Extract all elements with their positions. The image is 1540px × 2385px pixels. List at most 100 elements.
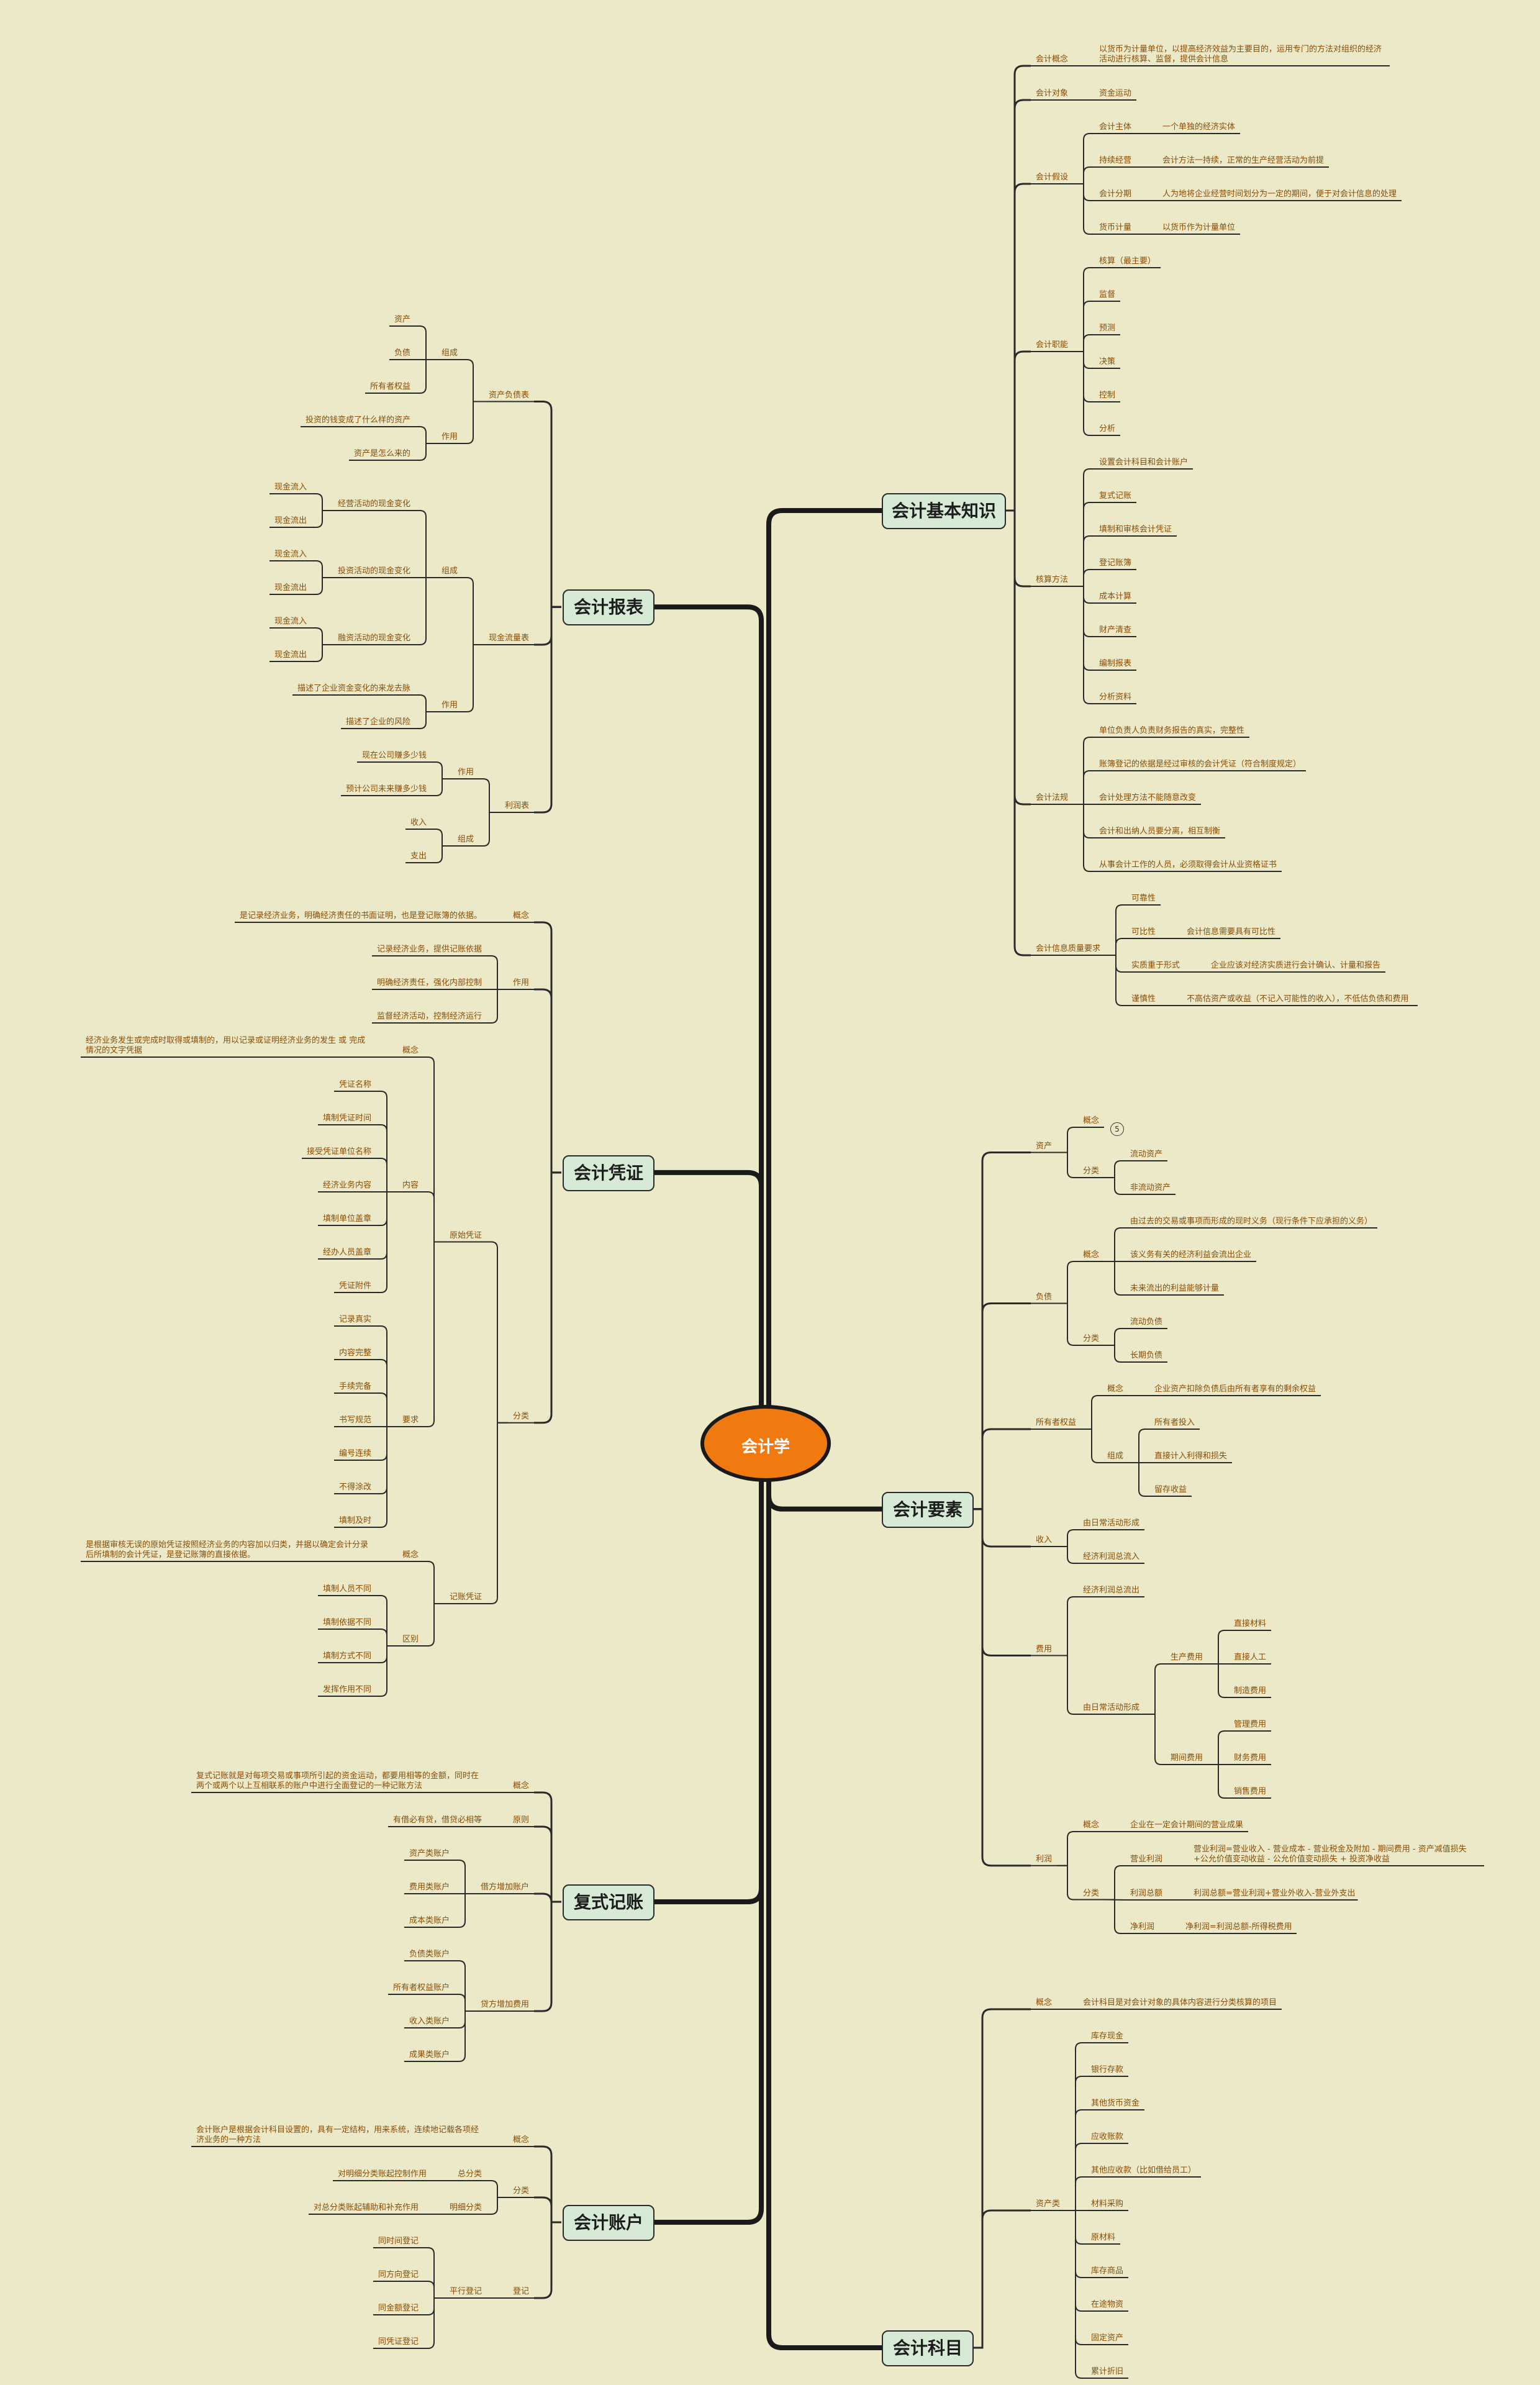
- subtopic-label[interactable]: 要求: [402, 1415, 419, 1425]
- subtopic-label[interactable]: 原始凭证: [450, 1230, 482, 1240]
- subtopic-label[interactable]: 直接计入利得和损失: [1154, 1451, 1228, 1461]
- subtopic-label[interactable]: 银行存款: [1091, 2065, 1124, 2074]
- subtopic-label[interactable]: 记录经济业务，提供记账依据: [377, 945, 482, 954]
- subtopic-label[interactable]: 不得涂改: [339, 1483, 372, 1492]
- subtopic-label[interactable]: 所有者权益: [1036, 1418, 1077, 1427]
- topic-box[interactable]: 会计科目: [882, 2330, 974, 2366]
- subtopic-label[interactable]: 所有者权益: [370, 382, 411, 391]
- subtopic-label[interactable]: 控制: [1099, 391, 1116, 400]
- subtopic-label[interactable]: 同方向登记: [378, 2270, 419, 2279]
- subtopic-label[interactable]: 实质重于形式: [1131, 961, 1180, 970]
- subtopic-label[interactable]: 会计假设: [1036, 173, 1069, 182]
- topic-box[interactable]: 会计凭证: [563, 1155, 654, 1191]
- subtopic-label[interactable]: 所有者投入: [1154, 1418, 1195, 1427]
- subtopic-label[interactable]: 对明细分类账起控制作用: [338, 2169, 427, 2179]
- subtopic-label[interactable]: 会计主体: [1099, 122, 1132, 132]
- subtopic-label[interactable]: 不高估资产或收益（不记入可能性的收入），不低估负债和费用: [1187, 994, 1409, 1004]
- subtopic-label[interactable]: 现金流出: [274, 583, 307, 593]
- subtopic-label[interactable]: 非流动资产: [1130, 1183, 1171, 1192]
- subtopic-label[interactable]: 销售费用: [1234, 1787, 1267, 1796]
- subtopic-label[interactable]: 分类: [513, 1411, 530, 1421]
- subtopic-label[interactable]: 会计处理方法不能随意改变: [1099, 793, 1197, 802]
- subtopic-label[interactable]: 同凭证登记: [378, 2337, 419, 2346]
- subtopic-label[interactable]: 概念: [513, 1781, 530, 1791]
- subtopic-label[interactable]: 一个单独的经济实体: [1162, 122, 1236, 132]
- subtopic-label[interactable]: 发挥作用不同: [323, 1685, 372, 1694]
- subtopic-label[interactable]: 其他应收款（比如借给员工）: [1091, 2166, 1197, 2175]
- subtopic-label[interactable]: 描述了企业资金变化的来龙去脉: [297, 684, 411, 693]
- subtopic-label[interactable]: 资产类账户: [409, 1849, 450, 1858]
- subtopic-label[interactable]: 登记: [513, 2287, 530, 2296]
- subtopic-label[interactable]: 会计信息需要具有可比性: [1187, 927, 1276, 937]
- subtopic-label[interactable]: 货币计量: [1099, 223, 1132, 232]
- subtopic-label[interactable]: 是记录经济业务，明确经济责任的书面证明，也是登记账簿的依据。: [240, 911, 482, 920]
- subtopic-label[interactable]: 流动资产: [1130, 1150, 1163, 1159]
- subtopic-label[interactable]: 资产负债表: [489, 390, 530, 400]
- subtopic-label[interactable]: 在途物资: [1091, 2300, 1124, 2309]
- subtopic-label[interactable]: 分类: [513, 2186, 530, 2196]
- subtopic-label[interactable]: 会计账户是根据会计科目设置的，具有一定结构，用来系统，连续地记载各项经济业务的一…: [196, 2125, 479, 2145]
- subtopic-label[interactable]: 材料采购: [1091, 2199, 1124, 2209]
- subtopic-label[interactable]: 组成: [1107, 1451, 1124, 1461]
- subtopic-label[interactable]: 分类: [1083, 1334, 1100, 1343]
- subtopic-label[interactable]: 利润总额=营业利润+营业外收入-营业外支出: [1194, 1889, 1356, 1898]
- subtopic-label[interactable]: 企业资产扣除负债后由所有者享有的剩余权益: [1154, 1384, 1316, 1394]
- subtopic-label[interactable]: 内容: [402, 1181, 419, 1190]
- subtopic-label[interactable]: 决策: [1099, 357, 1116, 366]
- subtopic-label[interactable]: 复式记账就是对每项交易或事项所引起的资金运动，都要用相等的金额，同时在两个或两个…: [196, 1771, 479, 1791]
- subtopic-label[interactable]: 净利润=利润总额-所得税费用: [1185, 1922, 1292, 1932]
- subtopic-label[interactable]: 经办人员盖章: [323, 1248, 372, 1257]
- subtopic-label[interactable]: 描述了企业的风险: [346, 717, 411, 727]
- subtopic-label[interactable]: 会计对象: [1036, 89, 1069, 98]
- subtopic-label[interactable]: 对总分类账起辅助和补充作用: [314, 2203, 419, 2212]
- subtopic-label[interactable]: 预计公司未来赚多少钱: [346, 784, 427, 794]
- subtopic-label[interactable]: 现金流出: [274, 516, 307, 525]
- subtopic-label[interactable]: 分析资料: [1099, 693, 1132, 702]
- subtopic-label[interactable]: 生产费用: [1171, 1653, 1203, 1662]
- subtopic-label[interactable]: 复式记账: [1099, 491, 1132, 501]
- subtopic-label[interactable]: 监督: [1099, 290, 1116, 299]
- subtopic-label[interactable]: 概念: [1083, 1250, 1100, 1260]
- subtopic-label[interactable]: 会计职能: [1036, 340, 1069, 350]
- subtopic-label[interactable]: 作用: [513, 978, 530, 988]
- subtopic-label[interactable]: 财产清查: [1099, 625, 1132, 635]
- subtopic-label[interactable]: 组成: [442, 348, 458, 358]
- subtopic-label[interactable]: 由日常活动形成: [1083, 1519, 1140, 1528]
- topic-box[interactable]: 会计基本知识: [882, 493, 1006, 529]
- subtopic-label[interactable]: 预测: [1099, 324, 1116, 333]
- subtopic-label[interactable]: 原则: [513, 1815, 530, 1825]
- subtopic-label[interactable]: 费用类账户: [409, 1883, 450, 1892]
- subtopic-label[interactable]: 融资活动的现金变化: [338, 634, 411, 643]
- subtopic-label[interactable]: 资产是怎么来的: [354, 449, 411, 458]
- subtopic-label[interactable]: 分类: [1083, 1166, 1100, 1176]
- subtopic-label[interactable]: 费用: [1036, 1644, 1053, 1654]
- subtopic-label[interactable]: 编制报表: [1099, 659, 1132, 668]
- subtopic-label[interactable]: 总分类: [458, 2169, 482, 2179]
- subtopic-label[interactable]: 企业在一定会计期间的营业成果: [1130, 1820, 1244, 1830]
- subtopic-label[interactable]: 负债: [1036, 1292, 1053, 1302]
- subtopic-label[interactable]: 直接人工: [1234, 1653, 1267, 1662]
- subtopic-label[interactable]: 明确经济责任，强化内部控制: [377, 978, 482, 988]
- subtopic-label[interactable]: 持续经营: [1099, 156, 1132, 165]
- subtopic-label[interactable]: 现金流入: [274, 617, 307, 626]
- subtopic-label[interactable]: 收入: [410, 818, 427, 827]
- subtopic-label[interactable]: 会计科目是对会计对象的具体内容进行分类核算的项目: [1083, 1998, 1277, 2007]
- subtopic-label[interactable]: 收入类账户: [409, 2017, 450, 2026]
- subtopic-label[interactable]: 流动负债: [1130, 1317, 1163, 1327]
- subtopic-label[interactable]: 同时间登记: [378, 2237, 419, 2246]
- subtopic-label[interactable]: 组成: [442, 566, 458, 576]
- subtopic-label[interactable]: 由日常活动形成: [1083, 1703, 1140, 1712]
- subtopic-label[interactable]: 会计分期: [1099, 189, 1132, 199]
- subtopic-label[interactable]: 设置会计科目和会计账户: [1099, 458, 1189, 467]
- subtopic-label[interactable]: 是根据审核无误的原始凭证按照经济业务的内容加以归类，并据以确定会计分录后所填制的…: [86, 1540, 369, 1560]
- subtopic-label[interactable]: 分析: [1099, 424, 1116, 434]
- subtopic-label[interactable]: 可比性: [1131, 927, 1156, 937]
- subtopic-label[interactable]: 概念: [1083, 1820, 1100, 1830]
- subtopic-label[interactable]: 会计信息质量要求: [1036, 944, 1101, 953]
- subtopic-label[interactable]: 投资的钱变成了什么样的资产: [306, 416, 411, 425]
- subtopic-label[interactable]: 制造费用: [1234, 1686, 1267, 1696]
- subtopic-label[interactable]: 作用: [442, 432, 458, 442]
- subtopic-label[interactable]: 直接材料: [1234, 1619, 1267, 1629]
- subtopic-label[interactable]: 会计概念: [1036, 55, 1069, 64]
- subtopic-label[interactable]: 管理费用: [1234, 1720, 1267, 1729]
